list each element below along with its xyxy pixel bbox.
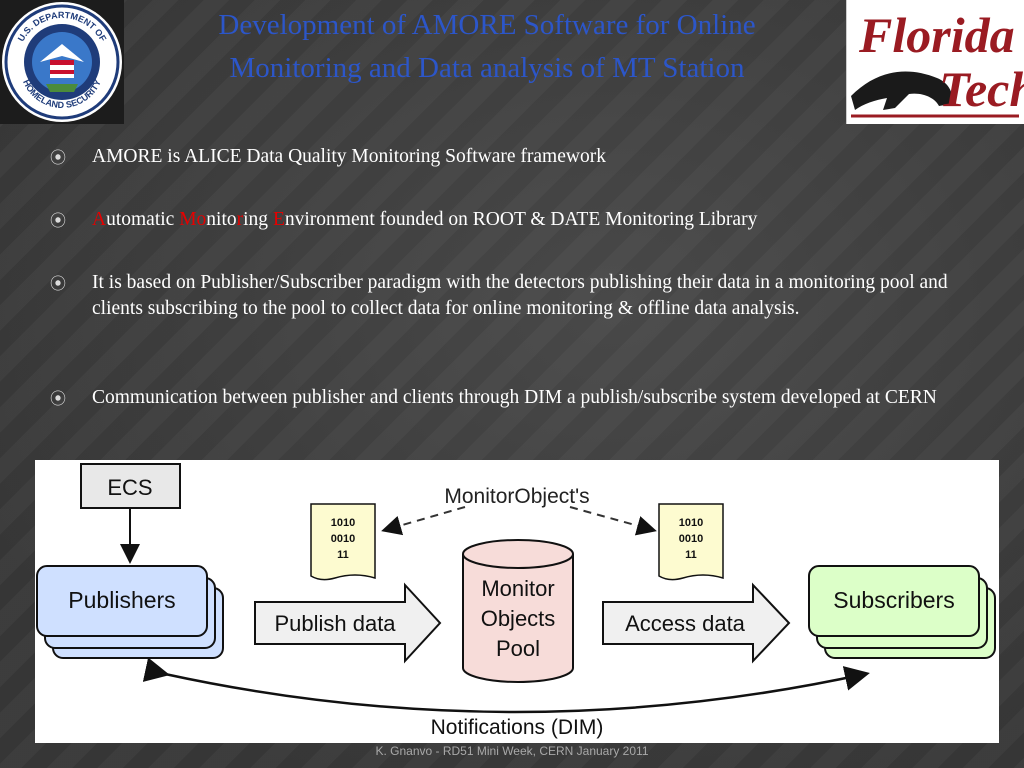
- bullet-text: It is based on Publisher/Subscriber para…: [92, 272, 948, 319]
- florida-tech-logo: Florida Tech: [846, 0, 1024, 124]
- pool-label-line: Monitor: [481, 576, 554, 601]
- monitor-objects-arrow-right: [569, 506, 657, 536]
- logo-florida-word: Florida: [858, 7, 1015, 63]
- amore-architecture-diagram: ECS Publishers Publish data MonitorObjec…: [35, 460, 999, 743]
- publish-data-label: Publish data: [274, 611, 396, 636]
- subscribers-stack: Subscribers: [808, 565, 996, 659]
- slide-title-line-1: Development of AMORE Software for Online: [218, 9, 756, 41]
- notifications-curve-arrow: [142, 657, 870, 714]
- bullet-item: ⦿ Automatic Monitoring Environment found…: [50, 207, 980, 233]
- doc-left-line: 11: [337, 549, 349, 561]
- bullet-item: ⦿ Communication between publisher and cl…: [50, 385, 980, 411]
- publishers-label: Publishers: [68, 587, 175, 613]
- slide-footer: K. Gnanvo - RD51 Mini Week, CERN January…: [375, 744, 649, 758]
- panther-icon: [851, 71, 953, 110]
- bullet-text: Communication between publisher and clie…: [92, 387, 937, 408]
- bullet-marker-icon: ⦿: [50, 148, 67, 167]
- acronym-letter: Mo: [179, 209, 207, 230]
- pool-label-line: Objects: [481, 606, 556, 631]
- access-data-label: Access data: [625, 611, 746, 636]
- monitor-objects-arrow-left: [381, 506, 466, 536]
- logo-tech-word: Tech: [939, 61, 1024, 117]
- doc-right-line: 1010: [679, 517, 703, 529]
- monitor-objects-label: MonitorObject's: [444, 485, 589, 508]
- doc-left-line: 1010: [331, 517, 355, 529]
- acronym-rest: ing: [243, 209, 273, 230]
- notifications-label: Notifications (DIM): [431, 716, 604, 739]
- bullet-text-acronym: Automatic Monitoring Environment founded…: [92, 207, 980, 233]
- ecs-label: ECS: [107, 475, 152, 500]
- doc-right-line: 11: [685, 549, 697, 561]
- acronym-letter: E: [272, 209, 285, 230]
- slide-title-line-2: Monitoring and Data analysis of MT Stati…: [229, 52, 745, 84]
- acronym-rest: utomatic: [106, 209, 180, 230]
- ecs-box: ECS: [80, 463, 181, 509]
- bullet-text: AMORE is ALICE Data Quality Monitoring S…: [92, 146, 606, 167]
- acronym-rest: nvironment founded on ROOT & DATE Monito…: [284, 209, 758, 230]
- bullet-item: ⦿ It is based on Publisher/Subscriber pa…: [50, 270, 980, 322]
- dhs-seal-logo: U.S. DEPARTMENT OF HOMELAND SECURITY: [0, 0, 124, 124]
- data-document-left: 1010 0010 11: [310, 503, 376, 581]
- acronym-rest: nito: [206, 209, 237, 230]
- acronym-letter: r: [236, 209, 244, 230]
- publishers-stack: Publishers: [36, 565, 224, 659]
- bullet-marker-icon: ⦿: [50, 274, 67, 293]
- publish-data-arrow: Publish data: [254, 582, 442, 664]
- doc-right-line: 0010: [679, 533, 703, 545]
- bullet-item: ⦿ AMORE is ALICE Data Quality Monitoring…: [50, 144, 980, 170]
- subscribers-label: Subscribers: [833, 587, 954, 613]
- slide-title: Development of AMORE Software for Online…: [140, 4, 834, 90]
- pool-label-line: Pool: [496, 636, 540, 661]
- monitor-objects-pool-cylinder: Monitor Objects Pool: [462, 539, 574, 683]
- bullet-marker-icon: ⦿: [50, 211, 67, 230]
- doc-left-line: 0010: [331, 533, 355, 545]
- acronym-letter: A: [92, 209, 107, 230]
- access-data-arrow: Access data: [602, 582, 791, 664]
- bullet-marker-icon: ⦿: [50, 389, 67, 408]
- data-document-right: 1010 0010 11: [658, 503, 724, 581]
